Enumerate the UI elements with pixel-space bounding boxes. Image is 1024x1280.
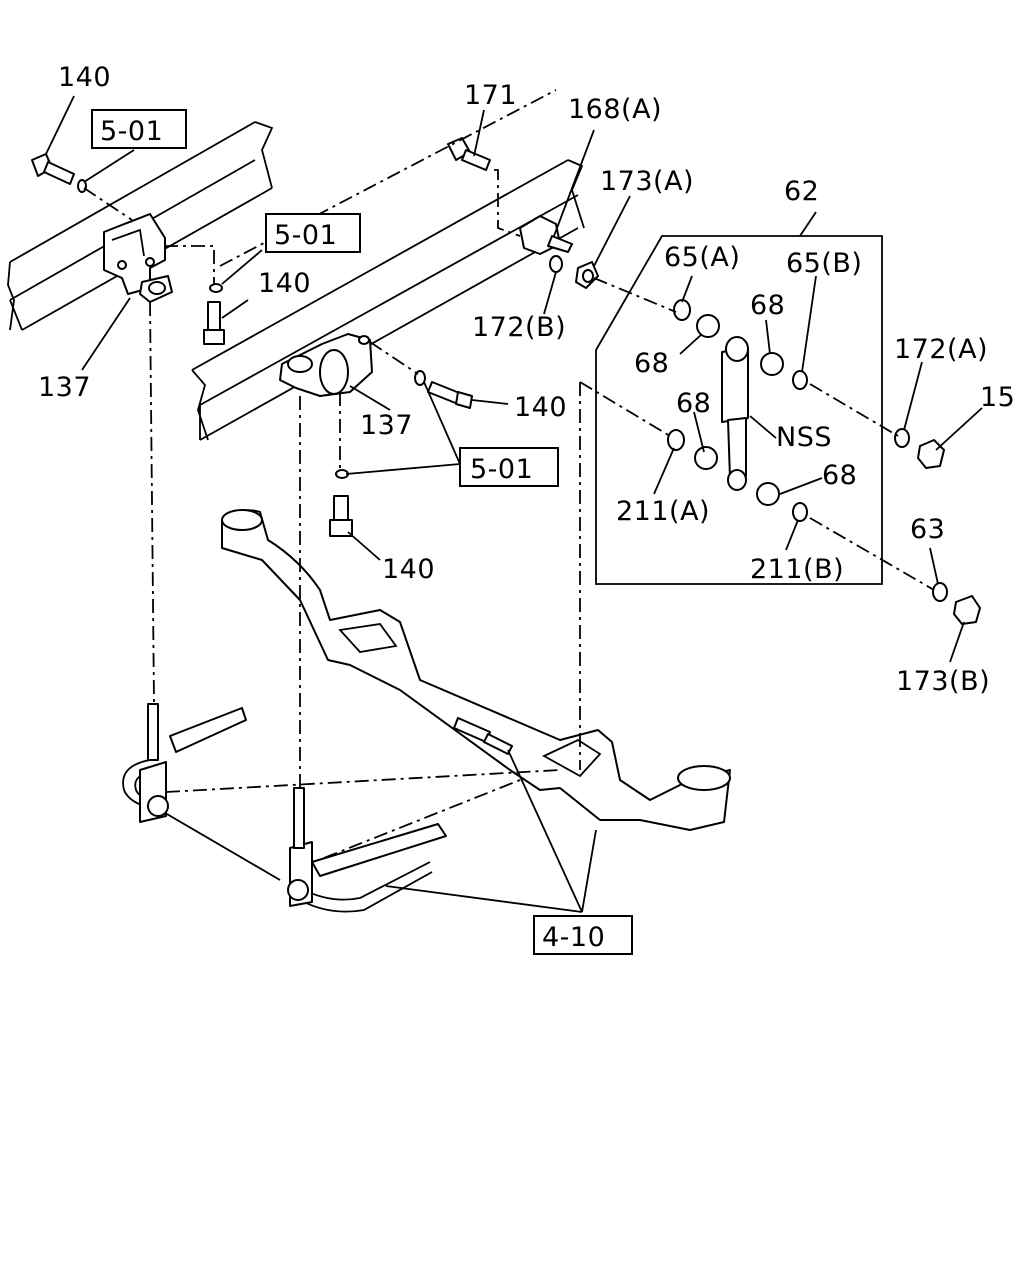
bolt-140-center-lower — [329, 469, 353, 537]
stabilizer-bar — [122, 703, 447, 913]
label-68-mid-right: 68 — [822, 460, 857, 491]
washer-63 — [932, 582, 948, 602]
label-140-top: 140 — [58, 62, 111, 93]
nut-173a — [575, 261, 599, 289]
label-nss: NSS — [776, 422, 832, 453]
stud-bolt — [453, 717, 513, 755]
axle-beam — [221, 509, 731, 831]
label-410: 4-10 — [542, 922, 605, 953]
leader-lines — [45, 95, 983, 913]
label-171: 171 — [464, 80, 517, 111]
label-501-a: 5-01 — [100, 116, 163, 147]
bracket-137-left — [103, 213, 173, 303]
label-15: 15 — [980, 382, 1015, 413]
bolt-140-vertical-left — [203, 283, 225, 345]
label-501-c: 5-01 — [470, 454, 533, 485]
washer-172a — [894, 428, 910, 448]
ref-box-410 — [533, 915, 633, 955]
label-211a: 211(A) — [616, 496, 710, 527]
shock-absorber — [721, 336, 749, 491]
label-65a: 65(A) — [664, 242, 740, 273]
nut-173b — [953, 595, 981, 625]
label-140-right: 140 — [514, 392, 567, 423]
bushings — [667, 299, 808, 522]
bolt-140-upper-left — [31, 153, 87, 193]
label-65b: 65(B) — [786, 248, 862, 279]
label-172b: 172(B) — [472, 312, 566, 343]
label-68-mid-left: 68 — [676, 388, 711, 419]
label-62: 62 — [784, 176, 819, 207]
label-137-left: 137 — [38, 372, 91, 403]
label-68-upper-right: 68 — [750, 290, 785, 321]
nut-15 — [917, 439, 945, 469]
ref-box-501-a — [91, 109, 187, 149]
washer-172b — [549, 255, 563, 273]
label-137-center: 137 — [360, 410, 413, 441]
part-labels: 140 5-01 5-01 140 137 171 168(A) 173(A) … — [38, 62, 1015, 953]
label-140-lower: 140 — [382, 554, 435, 585]
label-211b: 211(B) — [750, 554, 844, 585]
label-501-b: 5-01 — [274, 220, 337, 251]
label-172a: 172(A) — [894, 334, 988, 365]
bolt-140-center-right — [414, 370, 473, 409]
label-68-upper-left: 68 — [634, 348, 669, 379]
shock-kit-box-62 — [595, 211, 883, 585]
label-140-mid: 140 — [258, 268, 311, 299]
frame-rail-lower — [191, 159, 585, 441]
bracket-168a — [519, 215, 573, 255]
bracket-137-center — [279, 333, 373, 397]
ref-box-501-c — [459, 447, 559, 487]
ref-box-501-b — [265, 213, 361, 253]
label-168a: 168(A) — [568, 94, 662, 125]
label-173b: 173(B) — [896, 666, 990, 697]
label-63: 63 — [910, 514, 945, 545]
label-173a: 173(A) — [600, 166, 694, 197]
